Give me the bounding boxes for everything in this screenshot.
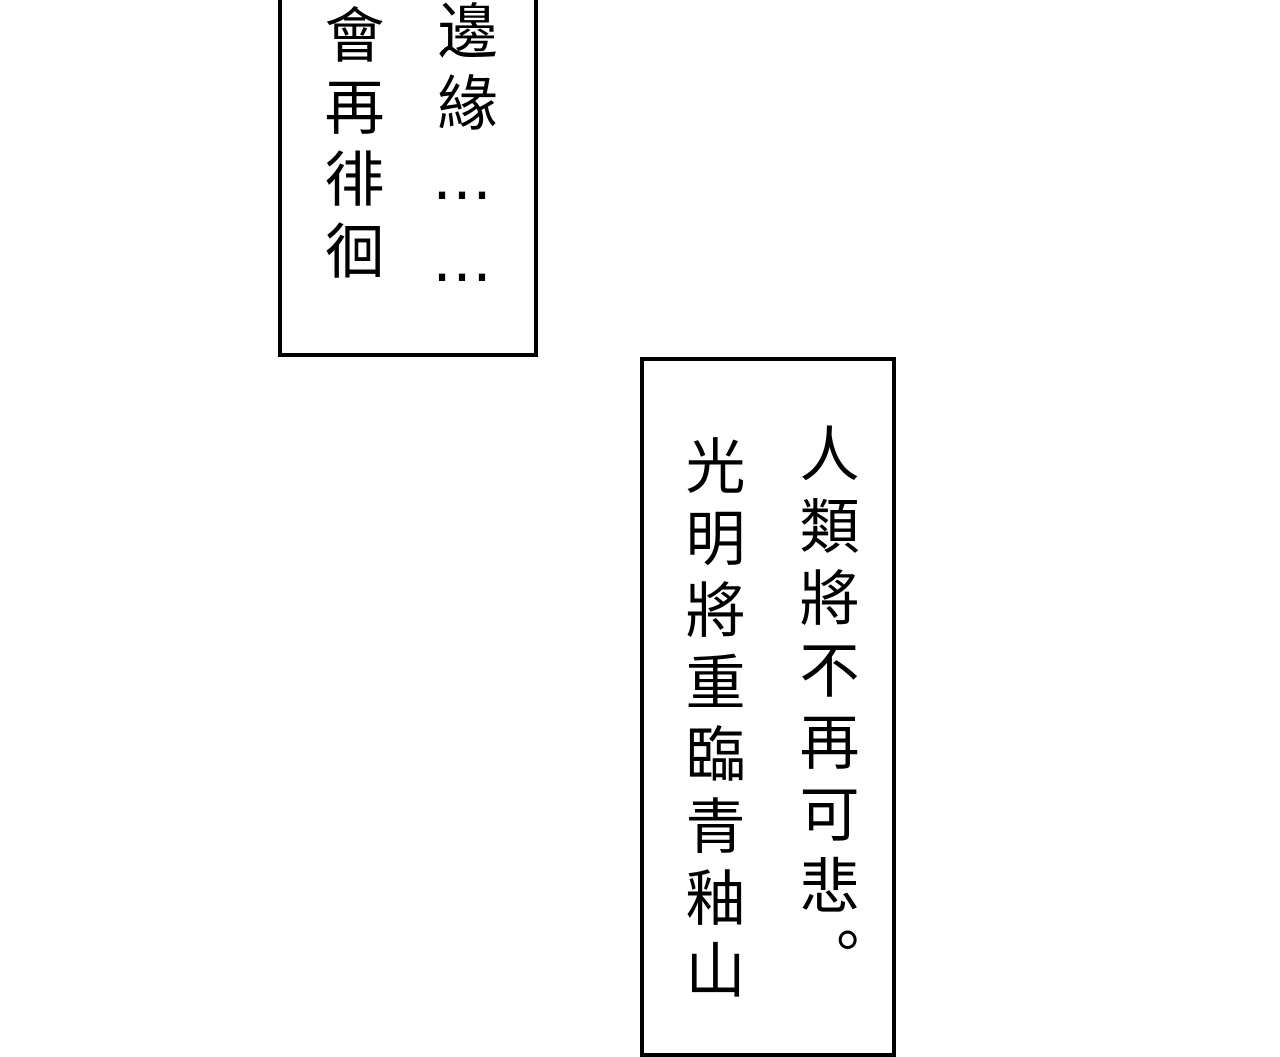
- caption-bottom-right-line: 人類將不再可悲。: [789, 423, 859, 999]
- caption-box-bottom: 人類將不再可悲。 光明將重臨青釉山: [640, 357, 896, 1057]
- caption-box-top: 邊緣…… 會再徘徊: [278, 0, 538, 357]
- caption-top-left-line: 會再徘徊: [314, 4, 384, 292]
- caption-bottom-left-line: 光明將重臨青釉山: [675, 435, 745, 1011]
- caption-top-right-line: 邊緣……: [427, 0, 497, 308]
